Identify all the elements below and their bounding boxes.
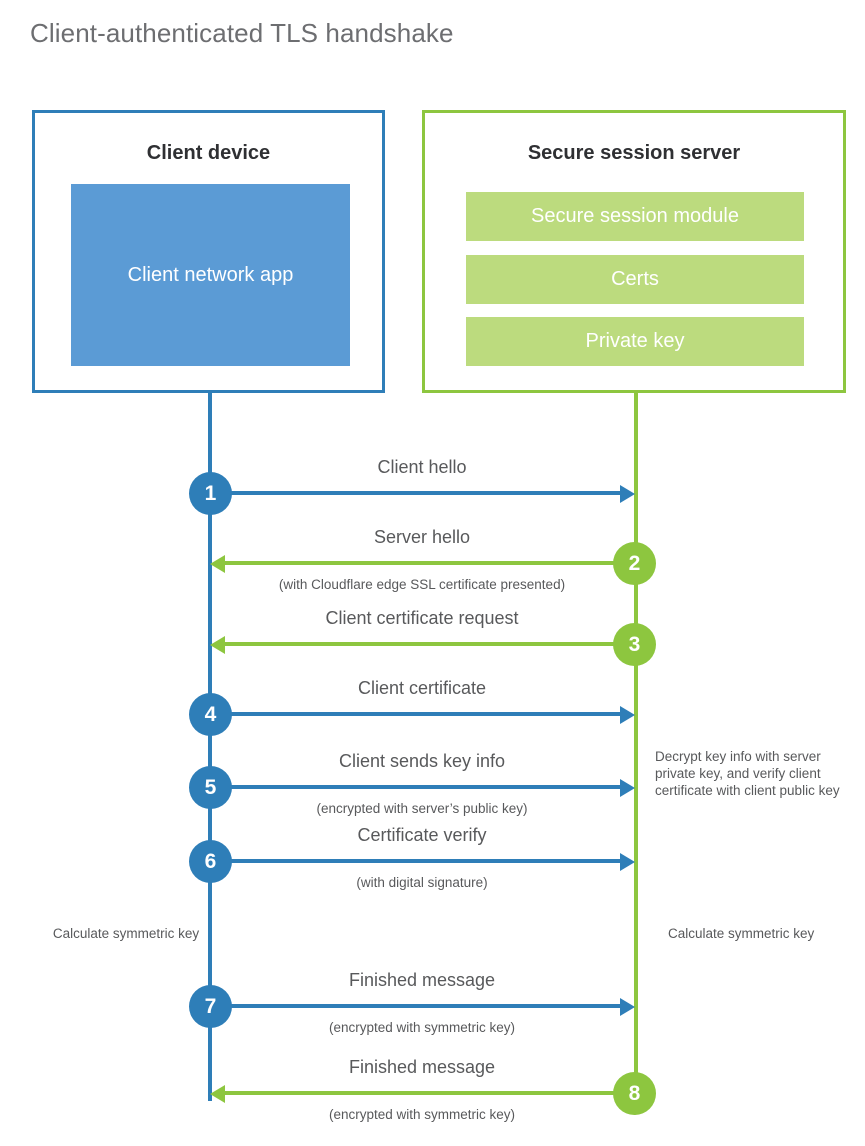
step-circle-8: 8 [613,1072,656,1115]
note-calculate-symmetric-key-server: Calculate symmetric key [668,926,815,941]
arrow-shaft-4 [210,712,620,716]
step-circle-6: 6 [189,840,232,883]
arrow-shaft-6 [210,859,620,863]
step-circle-4: 4 [189,693,232,736]
message-sublabel-5: (encrypted with server’s public key) [316,801,528,816]
message-label-6: Certificate verify [357,825,487,845]
step-circle-3: 3 [613,623,656,666]
note-decrypt-key-info: Decrypt key info with server private key… [655,749,840,798]
note-calculate-symmetric-key-client: Calculate symmetric key [52,926,200,941]
arrow-shaft-8 [225,1091,636,1095]
arrow-head-right-1 [620,485,635,503]
arrow-shaft-1 [210,491,620,495]
message-sublabel-6: (with digital signature) [356,875,488,890]
message-label-7: Finished message [348,970,496,990]
arrow-head-left-3 [210,636,225,654]
client-device-title: Client device [146,142,271,164]
arrow-shaft-5 [210,785,620,789]
secure-session-server-box: Secure session server Secure session mod… [422,110,846,393]
secure-session-server-title: Secure session server [527,142,741,164]
arrow-head-right-5 [620,779,635,797]
message-label-2: Server hello [373,527,471,547]
arrow-shaft-7 [210,1004,620,1008]
arrow-head-right-4 [620,706,635,724]
step-circle-7: 7 [189,985,232,1028]
step-circle-2: 2 [613,542,656,585]
server-component-certs: Certs [466,255,804,304]
message-label-5: Client sends key info [338,751,506,771]
message-label-4: Client certificate [357,678,487,698]
step-circle-5: 5 [189,766,232,809]
message-sublabel-7: (encrypted with symmetric key) [328,1020,516,1035]
server-component-private-key: Private key [466,317,804,366]
arrow-head-left-8 [210,1085,225,1103]
client-lifeline [208,391,212,1101]
arrow-head-right-6 [620,853,635,871]
message-label-1: Client hello [377,457,467,477]
page-title: Client-authenticated TLS handshake [30,18,454,48]
message-label-3: Client certificate request [325,608,519,628]
message-label-8: Finished message [348,1057,496,1077]
arrow-shaft-3 [225,642,636,646]
server-lifeline [634,391,638,1101]
arrow-head-left-2 [210,555,225,573]
arrow-head-right-7 [620,998,635,1016]
server-component-secure-session-module: Secure session module [466,192,804,241]
client-device-box: Client device Client network app [32,110,385,393]
message-sublabel-2: (with Cloudflare edge SSL certificate pr… [278,577,566,592]
client-network-app-block: Client network app [71,184,350,366]
arrow-shaft-2 [225,561,636,565]
message-sublabel-8: (encrypted with symmetric key) [328,1107,516,1122]
step-circle-1: 1 [189,472,232,515]
